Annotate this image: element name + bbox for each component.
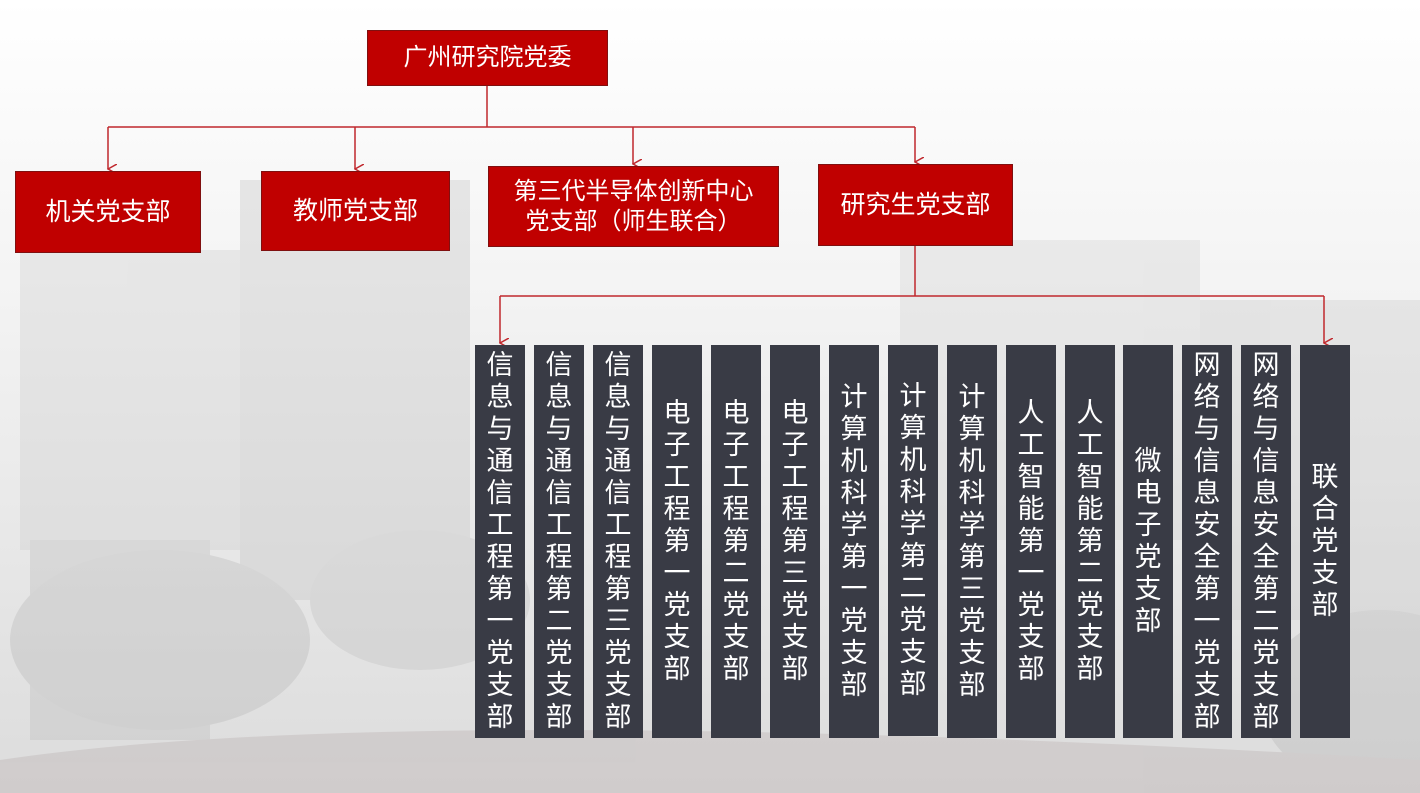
sub-branch-label: 电子工程第一党支部: [663, 397, 691, 685]
sub-branch-label: 信息与通信工程第二党支部: [545, 349, 573, 733]
sub-branch-cs-2[interactable]: 计算机科学第二党支部: [888, 345, 938, 736]
branch-organ-office[interactable]: 机关党支部: [15, 171, 201, 253]
branch-label: 教师党支部: [292, 195, 418, 225]
sub-branch-joint[interactable]: 联合党支部: [1300, 345, 1350, 738]
sub-branch-netsec-2[interactable]: 网络与信息安全第二党支部: [1241, 345, 1291, 738]
sub-branch-label: 联合党支部: [1311, 461, 1339, 621]
sub-branch-label: 网络与信息安全第一党支部: [1193, 349, 1221, 733]
sub-branch-label: 计算机科学第一党支部: [840, 381, 868, 701]
branch-teachers[interactable]: 教师党支部: [261, 171, 450, 251]
branch-label: 机关党支部: [45, 196, 171, 226]
sub-branch-label: 网络与信息安全第二党支部: [1252, 349, 1280, 733]
branch-label-line-2: 党支部（师生联合）: [525, 206, 742, 235]
sub-branch-ice-1[interactable]: 信息与通信工程第一党支部: [475, 345, 525, 738]
sub-branch-ice-2[interactable]: 信息与通信工程第二党支部: [534, 345, 584, 738]
branch-graduate-students[interactable]: 研究生党支部: [818, 164, 1013, 246]
branch-label: 研究生党支部: [840, 189, 991, 219]
sub-branch-label: 人工智能第一党支部: [1017, 397, 1045, 685]
branch-semiconductor-center[interactable]: 第三代半导体创新中心 党支部（师生联合）: [488, 166, 779, 247]
sub-branch-cs-3[interactable]: 计算机科学第三党支部: [947, 345, 997, 738]
org-root-label: 广州研究院党委: [403, 43, 572, 72]
sub-branch-label: 电子工程第三党支部: [781, 397, 809, 685]
sub-branch-label: 信息与通信工程第一党支部: [486, 349, 514, 733]
sub-branch-ee-1[interactable]: 电子工程第一党支部: [652, 345, 702, 738]
sub-branch-ee-2[interactable]: 电子工程第二党支部: [711, 345, 761, 738]
sub-branch-label: 计算机科学第三党支部: [958, 381, 986, 701]
sub-branch-label: 人工智能第二党支部: [1076, 397, 1104, 685]
sub-branch-ai-1[interactable]: 人工智能第一党支部: [1006, 345, 1056, 738]
sub-branch-netsec-1[interactable]: 网络与信息安全第一党支部: [1182, 345, 1232, 738]
org-root-committee[interactable]: 广州研究院党委: [367, 30, 608, 86]
sub-branch-label: 电子工程第二党支部: [722, 397, 750, 685]
sub-branch-ai-2[interactable]: 人工智能第二党支部: [1065, 345, 1115, 738]
sub-branch-label: 信息与通信工程第三党支部: [604, 349, 632, 733]
sub-branch-label: 微电子党支部: [1134, 445, 1162, 637]
sub-branch-ee-3[interactable]: 电子工程第三党支部: [770, 345, 820, 738]
sub-branch-label: 计算机科学第二党支部: [899, 380, 927, 700]
sub-branch-ice-3[interactable]: 信息与通信工程第三党支部: [593, 345, 643, 738]
branch-label-line-1: 第三代半导体创新中心: [513, 177, 754, 206]
sub-branch-cs-1[interactable]: 计算机科学第一党支部: [829, 345, 879, 738]
sub-branch-microelectronics[interactable]: 微电子党支部: [1123, 345, 1173, 738]
